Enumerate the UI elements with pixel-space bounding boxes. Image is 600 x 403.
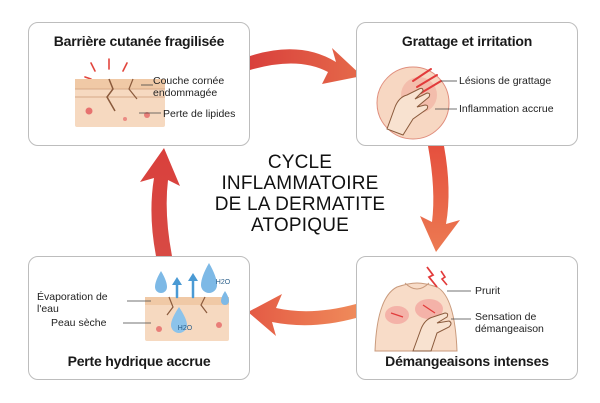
arrow-itching-to-waterloss bbox=[248, 294, 356, 336]
label-stratum-corneum: Couche cornée endommagée bbox=[153, 75, 225, 99]
itching-body-icon bbox=[374, 266, 471, 352]
h2o-symbol: H2O bbox=[215, 279, 231, 286]
water-evaporation-icon bbox=[123, 263, 229, 341]
card-scratching: Grattage et irritation Lésions de gratta… bbox=[356, 22, 578, 146]
center-title-line: DE LA DERMATITE bbox=[214, 194, 386, 215]
arrow-barrier-to-scratching bbox=[250, 48, 362, 84]
label-scratch-lesions: Lésions de grattage bbox=[459, 75, 552, 87]
card-title: Grattage et irritation bbox=[401, 33, 533, 49]
arrow-scratching-to-itching bbox=[420, 146, 460, 252]
label-evaporation: Évaporation de l'eau bbox=[37, 291, 108, 315]
label-pruritus: Prurit bbox=[475, 285, 501, 297]
card-title: Démangeaisons intenses bbox=[385, 353, 549, 369]
card-title: Perte hydrique accrue bbox=[67, 353, 211, 369]
center-title-line: ATOPIQUE bbox=[250, 215, 350, 236]
h2o-symbol: H2O bbox=[177, 325, 193, 332]
card-title: Barrière cutanée fragilisée bbox=[53, 33, 225, 49]
card-water-loss: Perte hydrique accrue H2O H2O bbox=[28, 256, 250, 380]
label-lipid-loss: Perte de lipides bbox=[163, 108, 236, 120]
center-title: CYCLE INFLAMMATOIRE DE LA DERMATITE ATOP… bbox=[205, 152, 395, 236]
label-itching-sensation: Sensation de démangeaison bbox=[475, 311, 544, 335]
arrow-waterloss-to-barrier bbox=[140, 148, 180, 256]
label-increased-inflammation: Inflammation accrue bbox=[459, 103, 554, 115]
damaged-skin-layer-icon bbox=[75, 58, 165, 127]
label-dry-skin: Peau sèche bbox=[51, 317, 107, 329]
card-barrier: Barrière cutanée fragilisée Couche corné… bbox=[28, 22, 250, 146]
card-itching: Démangeaisons intenses Prurit Sensation … bbox=[356, 256, 578, 380]
center-title-line: CYCLE bbox=[267, 152, 333, 173]
center-title-line: INFLAMMATOIRE bbox=[221, 173, 379, 194]
scratching-hand-icon bbox=[376, 66, 457, 140]
